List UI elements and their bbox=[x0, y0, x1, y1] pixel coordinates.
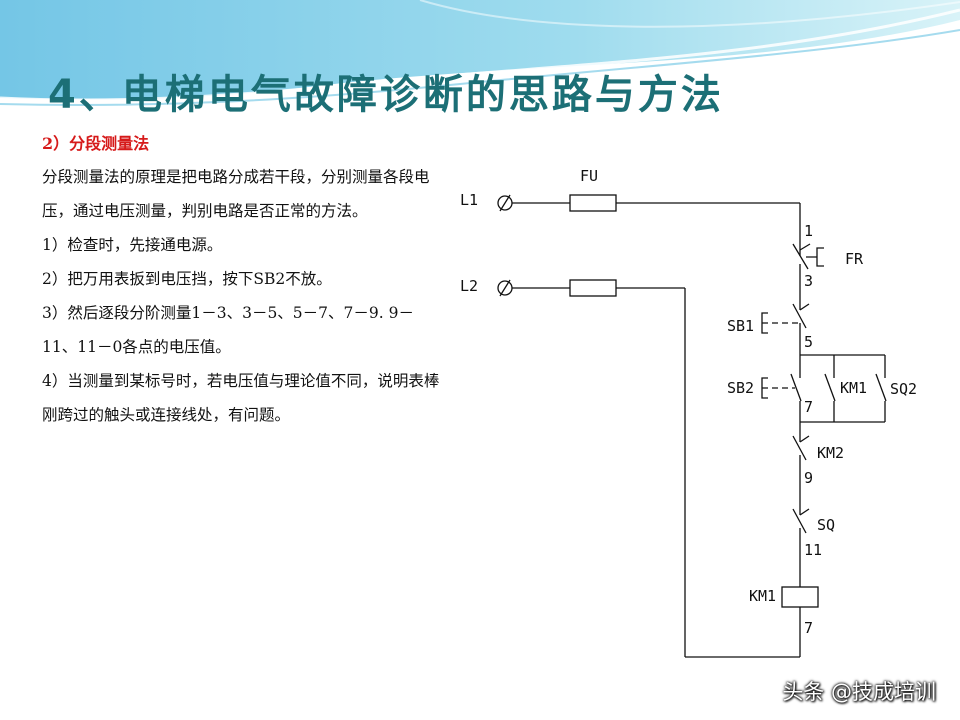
node-7b: 7 bbox=[804, 619, 813, 637]
node-3: 3 bbox=[804, 272, 813, 290]
label-sb1: SB1 bbox=[727, 317, 754, 335]
km1-coil-symbol bbox=[781, 586, 819, 608]
paragraph-principle: 分段测量法的原理是把电路分成若干段，分别测量各段电压，通过电压测量，判别电路是否… bbox=[42, 168, 430, 220]
label-km2: KM2 bbox=[817, 444, 844, 462]
slide-title: 4、电梯电气故障诊断的思路与方法 bbox=[48, 72, 724, 118]
label-fu: FU bbox=[580, 167, 598, 185]
node-1: 1 bbox=[804, 222, 813, 240]
label-km1-coil: KM1 bbox=[749, 587, 776, 605]
header-wave-background bbox=[0, 0, 960, 107]
label-fr: FR bbox=[845, 250, 864, 268]
paragraph-step-4: 4）当测量到某标号时，若电压值与理论值不同，说明表棒刚跨过的触头或连接线处，有问… bbox=[42, 372, 440, 424]
node-7a: 7 bbox=[804, 398, 813, 416]
label-l1: L1 bbox=[460, 191, 478, 209]
section-title: 2）分段测量法 bbox=[42, 134, 150, 153]
paragraph-step-3: 3）然后逐段分阶测量1－3、3－5、5－7、7－9. 9－11、11－0各点的电… bbox=[42, 304, 414, 356]
circuit-diagram: L1 L2 FU FR SB1 SB2 KM1 SQ2 KM2 SQ KM1 1… bbox=[460, 167, 917, 658]
body-text: 分段测量法的原理是把电路分成若干段，分别测量各段电压，通过电压测量，判别电路是否… bbox=[42, 160, 444, 432]
label-sq: SQ bbox=[817, 516, 835, 534]
fuse-symbol bbox=[569, 194, 617, 212]
label-l2: L2 bbox=[460, 277, 478, 295]
watermark: 头条 @技成培训 bbox=[782, 680, 936, 704]
label-sq2: SQ2 bbox=[890, 380, 917, 398]
paragraph-step-2: 2）把万用表扳到电压挡，按下SB2不放。 bbox=[42, 270, 332, 288]
node-9: 9 bbox=[804, 469, 813, 487]
paragraph-step-1: 1）检查时，先接通电源。 bbox=[42, 236, 223, 254]
label-sb2: SB2 bbox=[727, 379, 754, 397]
node-11: 11 bbox=[804, 541, 822, 559]
node-5: 5 bbox=[804, 333, 813, 351]
label-km1-contact: KM1 bbox=[840, 379, 867, 397]
